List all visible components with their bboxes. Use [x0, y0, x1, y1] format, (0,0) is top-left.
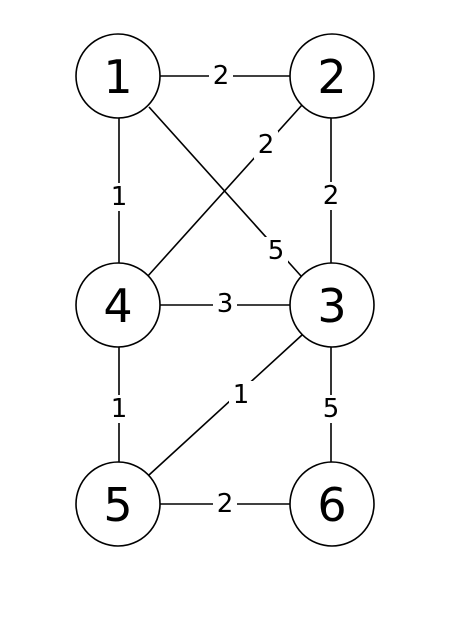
edge-weights: 2 1 5 2 2 3 1 1 5 2 — [107, 61, 343, 519]
edge-weight-4-5: 1 — [111, 394, 128, 424]
edge-weight-4-3: 3 — [217, 289, 234, 319]
node-label-2: 2 — [317, 50, 346, 104]
graph-node-3: 3 — [289, 262, 375, 348]
edge-weight-5-6: 2 — [217, 489, 234, 519]
node-label-1: 1 — [103, 50, 132, 104]
edge-weight-1-4: 1 — [111, 182, 128, 212]
node-label-6: 6 — [317, 478, 346, 532]
graph-node-1: 1 — [75, 33, 161, 119]
graph-node-5: 5 — [75, 461, 161, 547]
node-label-5: 5 — [103, 478, 132, 532]
edge-weight-1-2: 2 — [213, 61, 230, 91]
node-label-3: 3 — [317, 279, 346, 333]
nodes: 1 2 3 4 5 6 — [75, 33, 375, 547]
edge-weight-3-5: 1 — [233, 380, 250, 410]
graph-node-2: 2 — [289, 33, 375, 119]
edge-weight-2-3: 2 — [323, 181, 340, 211]
edge-weight-2-4: 2 — [258, 130, 275, 160]
graph-node-6: 6 — [289, 461, 375, 547]
node-label-4: 4 — [103, 279, 132, 333]
edge-weight-1-3: 5 — [268, 236, 285, 266]
edge-3-5 — [148, 334, 303, 476]
edge-weight-3-6: 5 — [323, 394, 340, 424]
graph-node-4: 4 — [75, 262, 161, 348]
